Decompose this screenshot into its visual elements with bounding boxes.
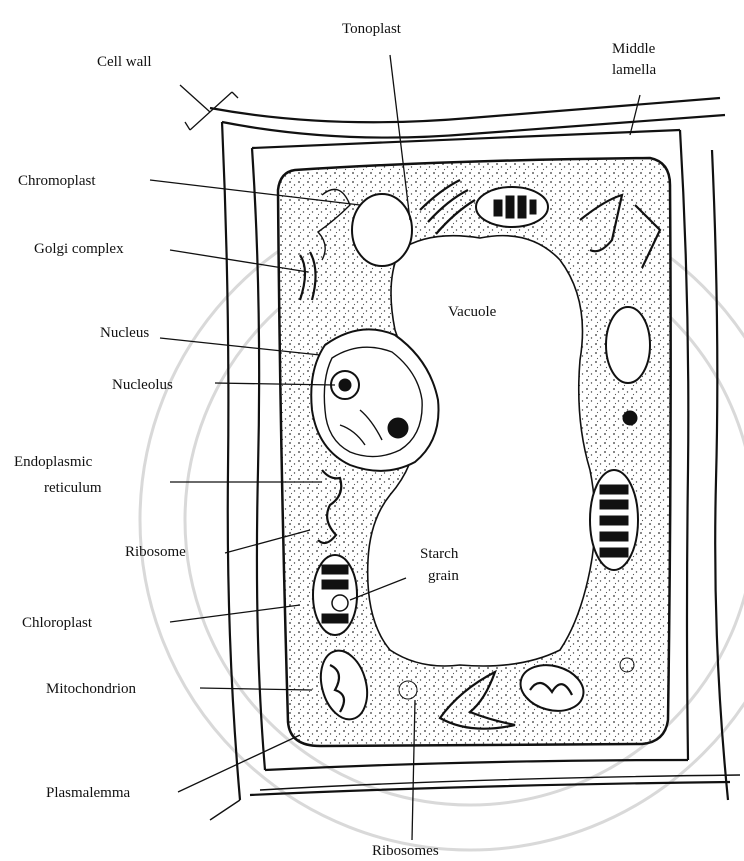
label-ribosomes: Ribosomes: [372, 843, 439, 859]
label-mitochondrion: Mitochondrion: [46, 681, 136, 697]
chromoplast-organelle: [352, 194, 412, 266]
ribosome-cluster-2: [623, 411, 637, 425]
label-starch-2: grain: [428, 568, 459, 584]
label-plasmalemma: Plasmalemma: [46, 785, 130, 801]
label-golgi: Golgi complex: [34, 241, 124, 257]
label-er-1: Endoplasmic: [14, 454, 93, 470]
label-nucleolus: Nucleolus: [112, 377, 173, 393]
label-chloroplast: Chloroplast: [22, 615, 93, 631]
chromoplast-organelle-2: [606, 307, 650, 383]
chloroplast-organelle: [313, 555, 357, 635]
label-middle-lamella-1: Middle: [612, 41, 656, 57]
label-tonoplast: Tonoplast: [342, 21, 402, 37]
ribosome-cluster: [399, 681, 417, 699]
label-nucleus: Nucleus: [100, 325, 149, 341]
label-cell-wall: Cell wall: [97, 54, 152, 70]
chloroplast-organelle-2: [590, 470, 638, 570]
label-er-2: reticulum: [44, 480, 102, 496]
label-chromoplast: Chromoplast: [18, 173, 96, 189]
label-starch-1: Starch: [420, 546, 459, 562]
label-middle-lamella-2: lamella: [612, 62, 656, 78]
label-vacuole: Vacuole: [448, 304, 497, 320]
label-ribosome: Ribosome: [125, 544, 186, 560]
mitochondrion-organelle: [476, 187, 548, 227]
ribosome-cluster-3: [620, 658, 634, 672]
